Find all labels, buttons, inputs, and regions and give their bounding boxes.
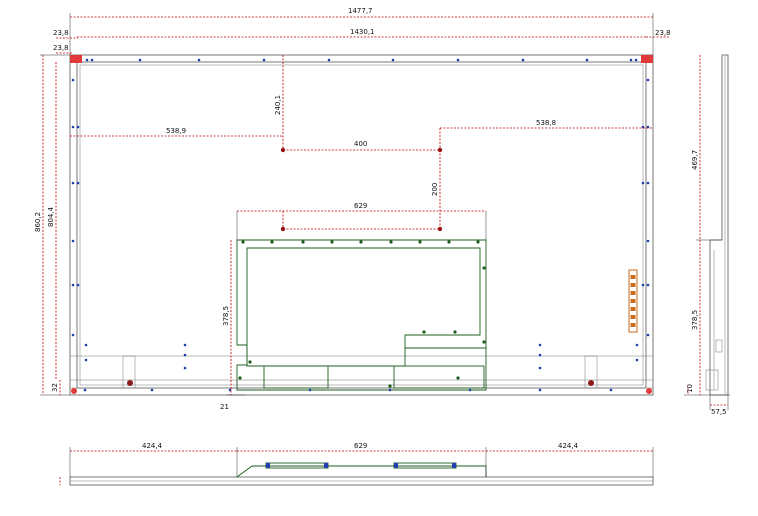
dim-bottom-small: 21 xyxy=(220,403,229,411)
side-profile xyxy=(709,54,729,396)
main-board-inner xyxy=(246,247,481,367)
dim-mount-top-offset: 240,1 xyxy=(274,95,282,115)
dim-mount-h-spacing: 400 xyxy=(354,140,367,148)
dim-mount-left-offset: 538,9 xyxy=(166,127,186,135)
front-view: 1477,7 1430,1 23,8 23,8 23,8 240,1 538,9… xyxy=(34,7,671,411)
dim-edge-top-left: 23,8 xyxy=(53,29,69,37)
screw-dots xyxy=(71,58,650,392)
dim-bottom-right: 424,4 xyxy=(558,442,579,450)
dim-bottom-left: 424,4 xyxy=(142,442,163,450)
side-dimensions xyxy=(684,55,730,410)
dim-side-height-top: 469,7 xyxy=(691,150,699,170)
dim-inner-width: 1430,1 xyxy=(350,28,375,36)
inner-frame-2 xyxy=(79,64,644,386)
dim-bottom-center: 629 xyxy=(354,442,367,450)
dim-edge-left-2: 23,8 xyxy=(53,44,69,52)
dim-side-depth: 57,5 xyxy=(711,408,727,416)
connector-strip xyxy=(628,269,638,333)
board-port-left xyxy=(263,365,329,389)
left-foot-bracket xyxy=(122,355,136,389)
dim-overall-height: 860,2 xyxy=(34,212,42,232)
dim-side-bottom-small: 10 xyxy=(686,384,694,393)
dim-side-height-bottom: 378,5 xyxy=(691,310,699,330)
bottom-view: 424,4 629 424,4 xyxy=(59,442,654,486)
foot-hole-left xyxy=(127,380,133,386)
dim-overall-width: 1477,7 xyxy=(348,7,373,15)
corner-marker-br xyxy=(646,388,652,394)
dimension-lines xyxy=(40,13,670,396)
corner-marker-left xyxy=(70,55,82,63)
bottom-dimensions xyxy=(59,447,654,485)
corner-marker-bl xyxy=(71,388,77,394)
right-foot-bracket xyxy=(584,355,598,389)
dim-board-width: 629 xyxy=(354,202,367,210)
dim-mount-right-offset: 538,8 xyxy=(536,119,556,127)
dim-edge-top-right: 23,8 xyxy=(655,29,671,37)
main-board-outline xyxy=(236,239,487,391)
corner-marker-right xyxy=(641,55,653,63)
inner-frame xyxy=(76,61,647,389)
side-view: 469,7 378,5 10 57,5 xyxy=(684,54,730,416)
dim-bottom-edge: 32 xyxy=(51,383,59,392)
outer-frame xyxy=(69,54,654,396)
foot-hole-right xyxy=(588,380,594,386)
dim-inner-height: 804,4 xyxy=(47,206,55,227)
bottom-port-right xyxy=(393,462,457,469)
bottom-port-left xyxy=(265,462,329,469)
board-screw-dots xyxy=(238,240,486,388)
board-port-right xyxy=(393,365,485,389)
dim-mount-v-spacing: 200 xyxy=(431,183,439,196)
dim-board-height: 378,5 xyxy=(222,306,230,326)
